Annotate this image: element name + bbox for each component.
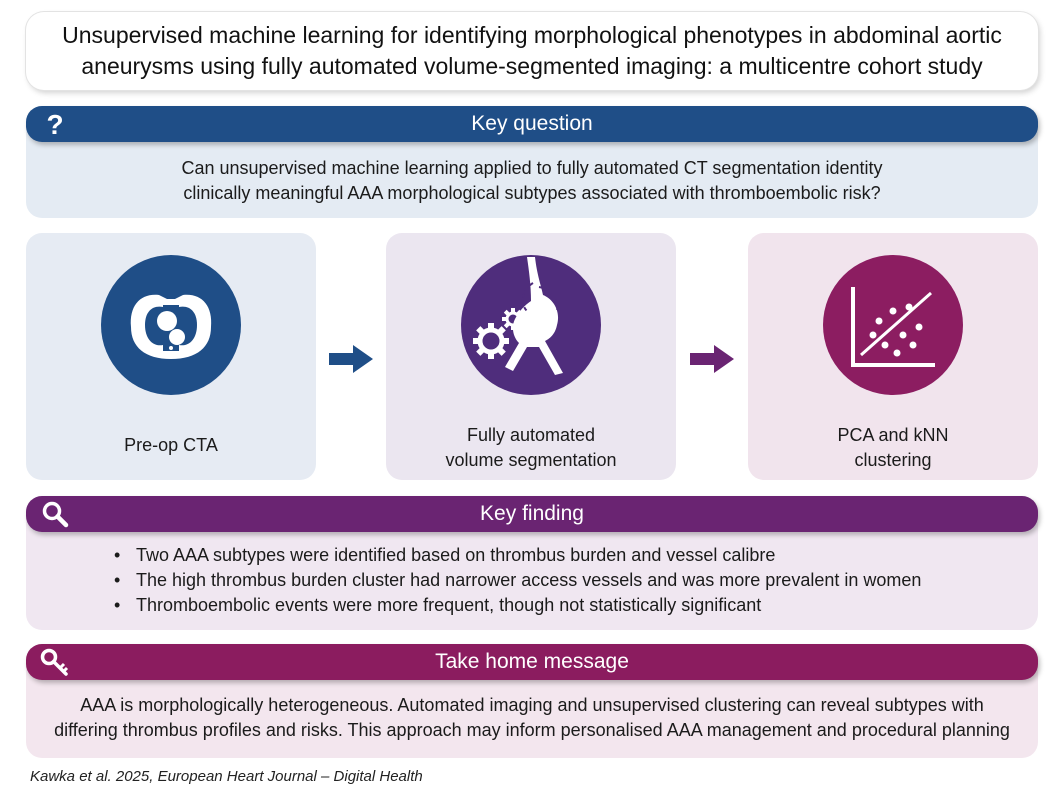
title-line-2: aneurysms using fully automated volume-s… <box>81 53 983 79</box>
take-home-title: Take home message <box>435 650 629 673</box>
key-finding-list: Two AAA subtypes were identified based o… <box>26 532 1038 618</box>
take-home-text: AAA is morphologically heterogeneous. Au… <box>26 680 1038 743</box>
key-finding-title: Key finding <box>480 502 584 525</box>
step-pre-op-cta: Pre-op CTA <box>26 233 316 480</box>
key-question-title: Key question <box>471 112 593 135</box>
step-label-pca-knn: PCA and kNN clustering <box>837 423 948 473</box>
step-3-label-line-1: PCA and kNN <box>837 425 949 445</box>
finding-bullet: Two AAA subtypes were identified based o… <box>112 543 1038 568</box>
finding-bullet: Thromboembolic events were more frequent… <box>112 593 1038 618</box>
step-3-label-line-2: clustering <box>854 450 932 470</box>
step-2-label-line-1: Fully automated <box>466 425 596 445</box>
key-question-header: ? Key question <box>26 106 1038 142</box>
step-2-label-line-2: volume segmentation <box>445 450 617 470</box>
ct-scan-icon <box>101 255 241 395</box>
magnifier-icon <box>40 500 70 528</box>
step-1-label: Pre-op CTA <box>124 435 218 455</box>
arrow-right-icon <box>329 345 373 373</box>
key-question-text: Can unsupervised machine learning applie… <box>26 142 1038 206</box>
key-question-section: ? Key question Can unsupervised machine … <box>26 106 1038 218</box>
step-volume-segmentation: Fully automated volume segmentation <box>386 233 676 480</box>
key-finding-section: Key finding Two AAA subtypes were identi… <box>26 496 1038 630</box>
take-home-line-1: AAA is morphologically heterogeneous. Au… <box>80 695 984 715</box>
key-finding-header: Key finding <box>26 496 1038 532</box>
key-icon <box>40 648 70 676</box>
title-box: Unsupervised machine learning for identi… <box>26 12 1038 90</box>
take-home-header: Take home message <box>26 644 1038 680</box>
question-mark-icon: ? <box>40 109 70 139</box>
key-question-line-1: Can unsupervised machine learning applie… <box>181 158 883 178</box>
svg-text:?: ? <box>46 109 63 139</box>
segmentation-gears-icon <box>461 255 601 395</box>
arrow-right-icon <box>690 345 734 373</box>
step-label-volume-segmentation: Fully automated volume segmentation <box>445 423 616 473</box>
title-line-1: Unsupervised machine learning for identi… <box>62 22 1002 48</box>
page-title: Unsupervised machine learning for identi… <box>62 20 1002 82</box>
finding-bullet: The high thrombus burden cluster had nar… <box>112 568 1038 593</box>
step-pca-knn-clustering: PCA and kNN clustering <box>748 233 1038 480</box>
citation: Kawka et al. 2025, European Heart Journa… <box>30 768 423 785</box>
take-home-line-2: differing thrombus profiles and risks. T… <box>54 720 1010 740</box>
key-question-line-2: clinically meaningful AAA morphological … <box>183 183 881 203</box>
step-label-pre-op-cta: Pre-op CTA <box>124 433 218 458</box>
scatter-plot-icon <box>823 255 963 395</box>
take-home-section: Take home message AAA is morphologically… <box>26 644 1038 758</box>
